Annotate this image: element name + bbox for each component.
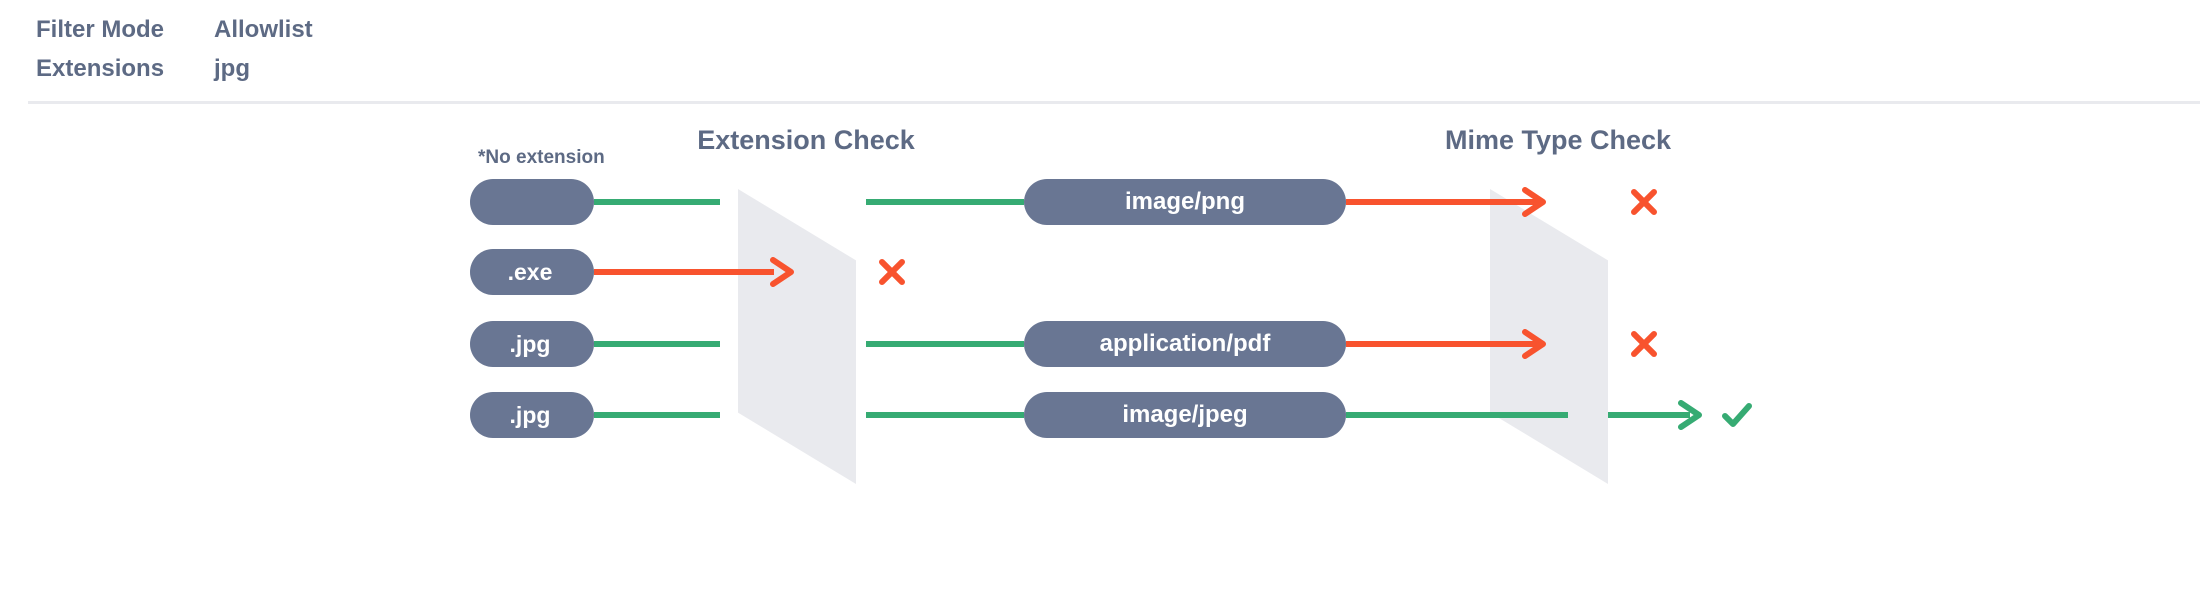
check-icon xyxy=(1716,395,1756,435)
extension-pill: .jpg xyxy=(470,321,594,367)
connector-pass xyxy=(594,412,720,418)
connector-pass xyxy=(1608,412,1690,418)
extension-pill: .jpg xyxy=(470,392,594,438)
divider xyxy=(28,101,2200,104)
filter-config-table: Filter Mode Allowlist Extensions jpg xyxy=(36,17,313,95)
extension-check-gate xyxy=(738,189,856,484)
connector-pass xyxy=(866,199,1024,205)
mime-type-pill: application/pdf xyxy=(1024,321,1346,367)
cross-icon xyxy=(872,252,912,292)
arrow-right-icon xyxy=(1522,327,1548,361)
cross-icon xyxy=(1624,182,1664,222)
extension-pill: .exe xyxy=(470,249,594,295)
filter-mode-label: Filter Mode xyxy=(36,16,165,43)
filter-mode-value: Allowlist xyxy=(214,16,313,43)
connector-pass xyxy=(594,199,720,205)
connector-fail xyxy=(594,269,774,275)
table-row: Filter Mode Allowlist xyxy=(36,17,313,56)
upload-filter-flow-diagram: Extension Check Mime Type Check *No exte… xyxy=(0,103,2200,610)
mime-type-pill: image/jpeg xyxy=(1024,392,1346,438)
mime-type-check-gate xyxy=(1490,189,1608,484)
page-title-mime-type-check: Mime Type Check xyxy=(1444,125,1672,155)
extensions-label: Extensions xyxy=(36,55,165,82)
arrow-right-icon xyxy=(770,255,796,289)
arrow-right-icon xyxy=(1522,185,1548,219)
extensions-value: jpg xyxy=(214,55,250,82)
cross-icon xyxy=(1624,324,1664,364)
mime-type-pill: image/png xyxy=(1024,179,1346,225)
no-extension-note: *No extension xyxy=(478,147,605,168)
connector-pass xyxy=(866,412,1024,418)
connector-fail xyxy=(1346,199,1544,205)
table-row: Extensions jpg xyxy=(36,56,313,95)
page-title-extension-check: Extension Check xyxy=(697,125,915,155)
connector-pass xyxy=(866,341,1024,347)
connector-pass xyxy=(1346,412,1568,418)
connector-fail xyxy=(1346,341,1544,347)
filter-config-panel: Filter Mode Allowlist Extensions jpg xyxy=(0,0,2200,104)
arrow-right-icon xyxy=(1678,398,1704,432)
connector-pass xyxy=(594,341,720,347)
extension-pill xyxy=(470,179,594,225)
